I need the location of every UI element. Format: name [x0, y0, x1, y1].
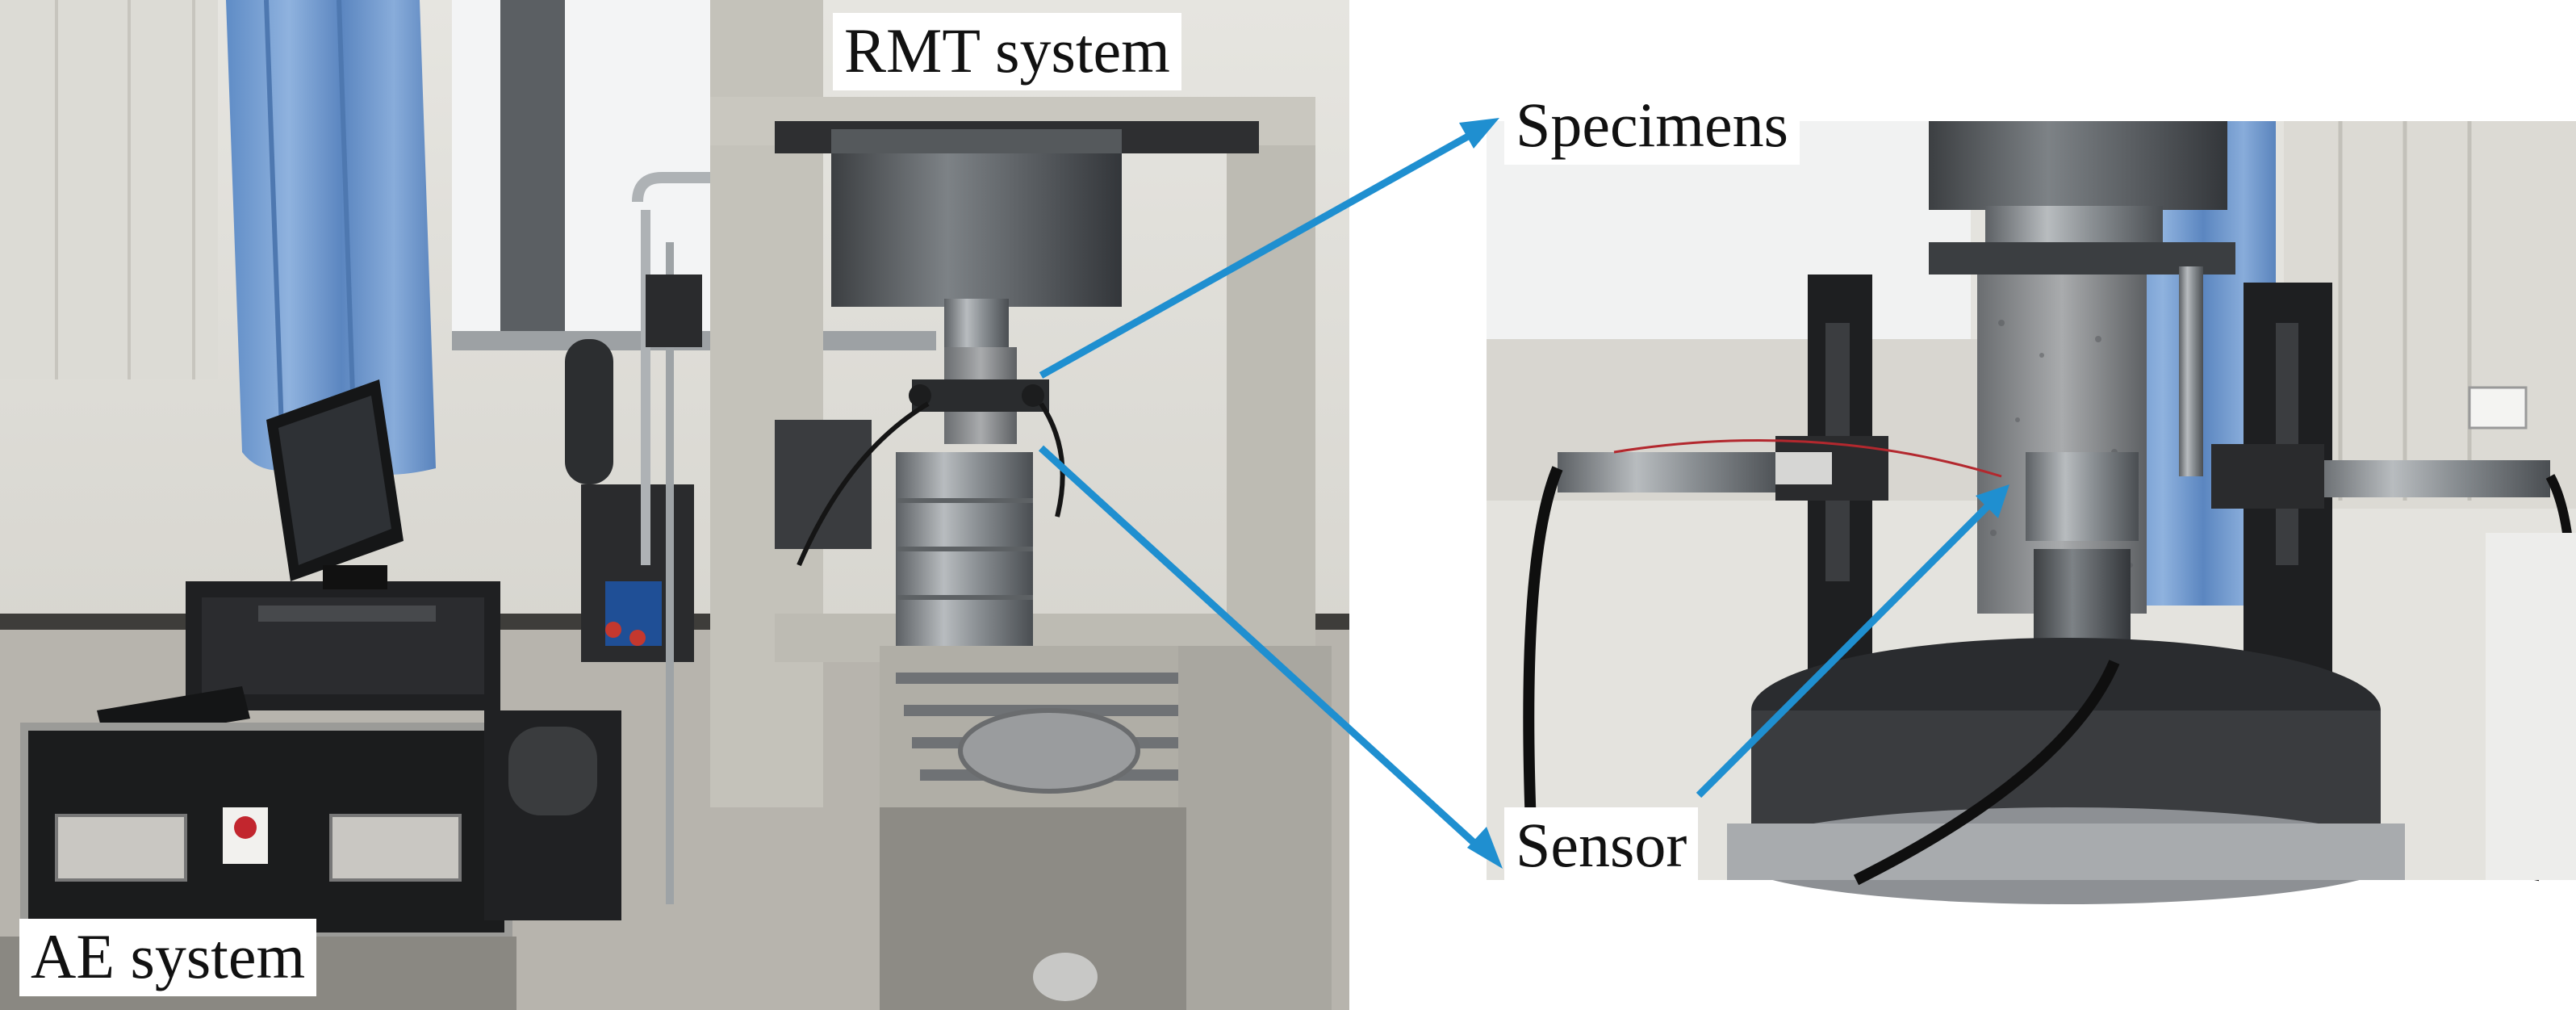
arrow-sensor-to-clamp [1696, 484, 2009, 798]
arrow-to-specimens [1039, 118, 1499, 379]
left-photo [0, 0, 1349, 1010]
specimens-label: Specimens [1504, 87, 1800, 165]
ae-system-label: AE system [19, 919, 317, 996]
right-photo [1487, 121, 2576, 904]
rmt-system-label: RMT system [833, 13, 1181, 90]
arrow-to-sensor [1038, 445, 1503, 869]
sensor-label: Sensor [1504, 807, 1699, 885]
annotation-arrows [1038, 118, 2009, 869]
